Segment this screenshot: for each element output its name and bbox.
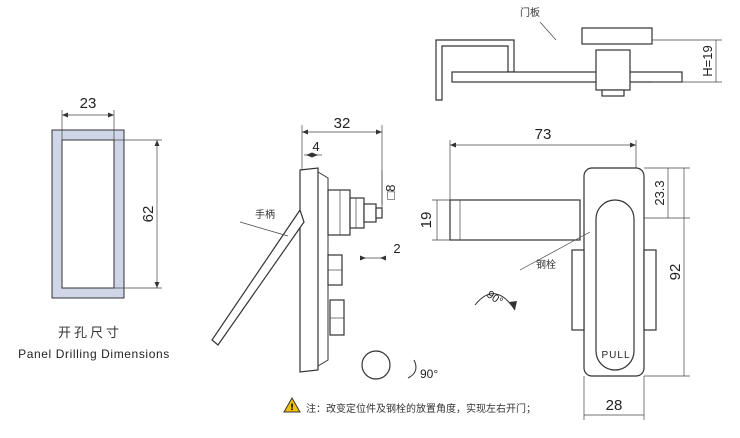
drill-width-label: 23 [80, 95, 97, 112]
front-view: 73 19 PULL 钢栓 23.3 92 28 [418, 126, 690, 420]
base-plate [299, 167, 319, 373]
gap-label: 2 [393, 241, 400, 256]
note: ! 注：改变定位件及钢栓的放置角度，实现左右开门； [283, 396, 536, 415]
locator-icon [361, 350, 391, 380]
body-height-label: 92 [667, 264, 684, 281]
door-panel [435, 39, 515, 101]
panel-drilling-view: 23 62 开孔尺寸 Panel Drilling Dimensions [18, 95, 170, 361]
drilling-title-cn: 开孔尺寸 [58, 326, 122, 341]
drilling-title-en: Panel Drilling Dimensions [18, 347, 170, 361]
bolt-length-label: 73 [535, 126, 552, 143]
side-depth-label: 32 [334, 115, 351, 132]
top-offset-label: 23.3 [652, 180, 667, 205]
pull-handle [595, 199, 635, 371]
side-view: 32 4 手柄 □8 2 [211, 115, 401, 373]
svg-text:!: ! [290, 403, 294, 413]
rotate-arrow [474, 293, 516, 311]
warning-icon [283, 396, 301, 413]
bolt-label: 钢栓 [536, 258, 556, 271]
handle-label: 手柄 [255, 208, 275, 221]
top-view: 门板 H=19 [435, 6, 722, 101]
bolt-dia-label: 19 [418, 212, 435, 229]
pull-label: PULL [601, 350, 630, 361]
door-label: 门板 [520, 6, 540, 19]
cutout-inner [61, 139, 115, 289]
rotation-symbols: 90° 90° [361, 289, 517, 381]
h-label: H=19 [700, 45, 715, 76]
square-label: □8 [383, 184, 398, 199]
drill-height-label: 62 [140, 206, 157, 223]
handle-arm [211, 208, 305, 346]
rotate-back-label: 90° [484, 289, 505, 308]
side-plate-label: 4 [312, 139, 319, 154]
note-text: 注：改变定位件及钢栓的放置角度，实现左右开门； [306, 402, 536, 415]
rotate-angle-label: 90° [420, 367, 438, 381]
body-width-label: 28 [606, 397, 623, 414]
steel-bolt [449, 199, 581, 241]
